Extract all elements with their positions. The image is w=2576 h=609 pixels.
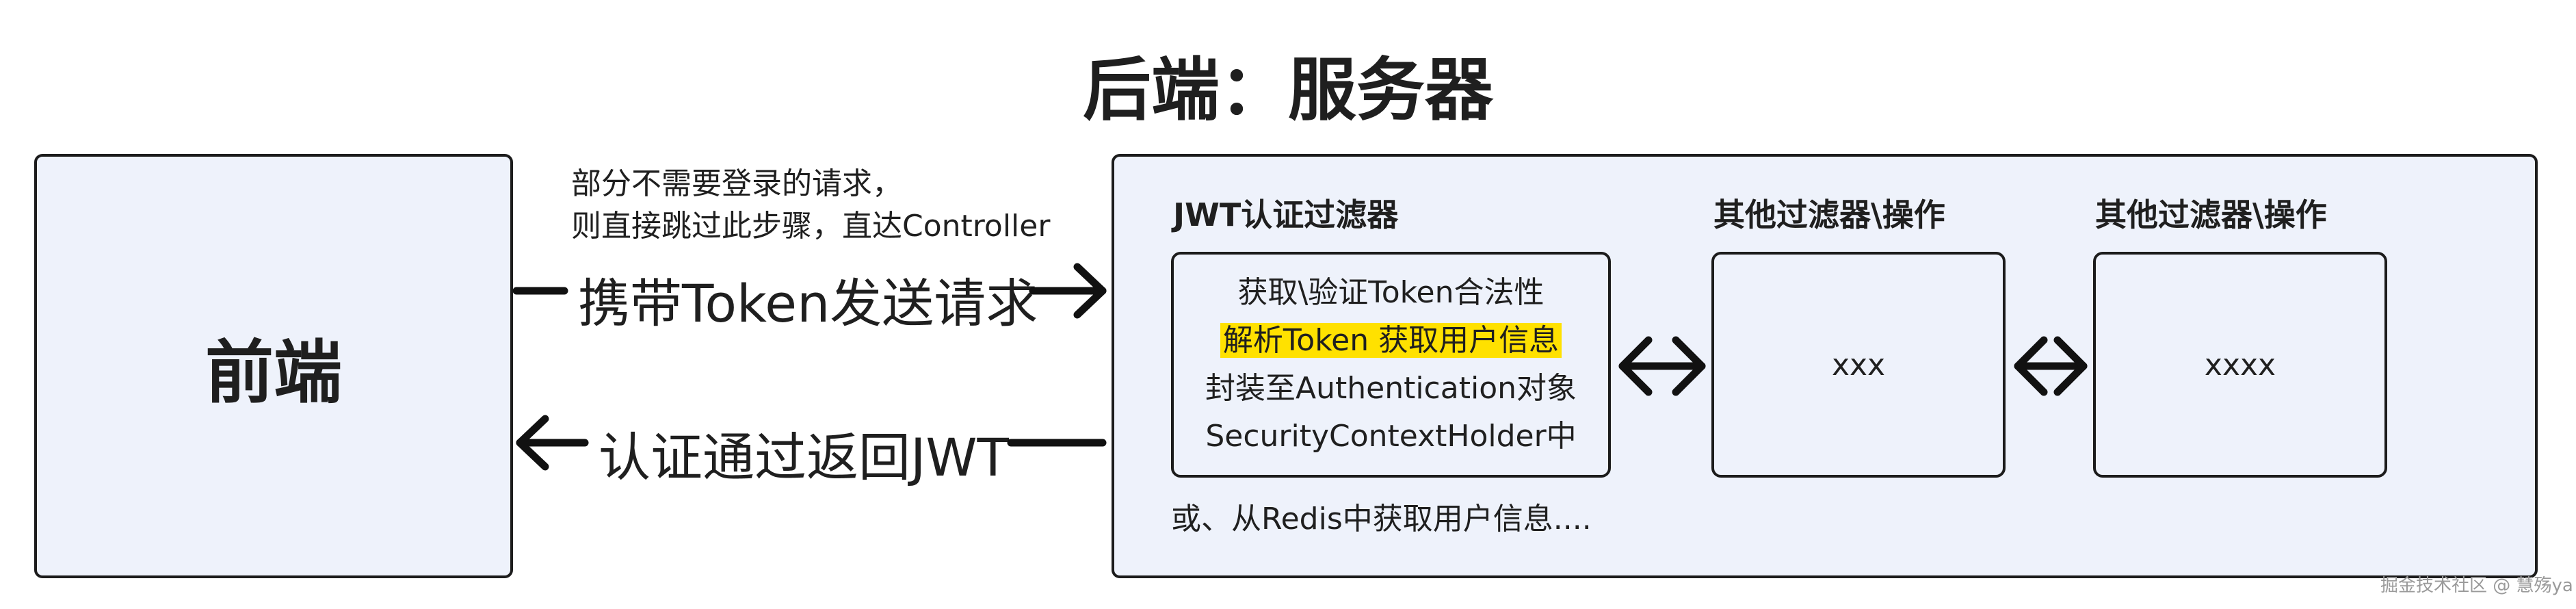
- filter3-content: xxxx: [2204, 347, 2276, 383]
- skip-note-line1: 部分不需要登录的请求，: [571, 166, 902, 201]
- jwt-filter-title: JWT认证过滤器: [1173, 196, 1399, 233]
- watermark: 掘金技术社区 @ 慧殇ya: [2380, 575, 2573, 596]
- frontend-label: 前端: [205, 332, 342, 413]
- filter3-title: 其他过滤器\操作: [2095, 196, 2327, 233]
- jwt-filter2-arrowhead-right: [1672, 336, 1706, 396]
- jwt-step-validate: 获取\验证Token合法性: [1237, 275, 1545, 310]
- response-arrow-label: 认证通过返回JWT: [599, 427, 1009, 488]
- redis-note: 或、从Redis中获取用户信息....: [1171, 502, 1592, 536]
- jwt-step-context: SecurityContextHolder中: [1205, 419, 1577, 454]
- filter2-content: xxx: [1831, 347, 1886, 383]
- request-arrow-label: 携带Token发送请求: [578, 273, 1038, 334]
- filter2-filter3-arrowhead-left: [2014, 336, 2048, 396]
- filter2-filter3-arrowhead-right: [2053, 336, 2088, 396]
- jwt-step-wrap: 封装至Authentication对象: [1205, 371, 1577, 406]
- diagram-title: 后端：服务器: [1083, 50, 1493, 130]
- jwt-filter-box: 获取\验证Token合法性 解析Token 获取用户信息 封装至Authenti…: [1171, 252, 1611, 478]
- filter2-title: 其他过滤器\操作: [1713, 196, 1945, 233]
- frontend-box: 前端: [34, 154, 513, 578]
- skip-note-line2: 则直接跳过此步骤，直达Controller: [571, 209, 1051, 244]
- skip-note: 部分不需要登录的请求， 则直接跳过此步骤，直达Controller: [571, 163, 1050, 248]
- filter2-box: xxx: [1711, 252, 2006, 478]
- filter3-box: xxxx: [2093, 252, 2387, 478]
- request-arrowhead: [1073, 263, 1107, 319]
- jwt-step-parse-highlighted: 解析Token 获取用户信息: [1220, 323, 1562, 358]
- response-arrowhead: [516, 415, 549, 471]
- jwt-filter2-arrowhead-left: [1618, 336, 1653, 396]
